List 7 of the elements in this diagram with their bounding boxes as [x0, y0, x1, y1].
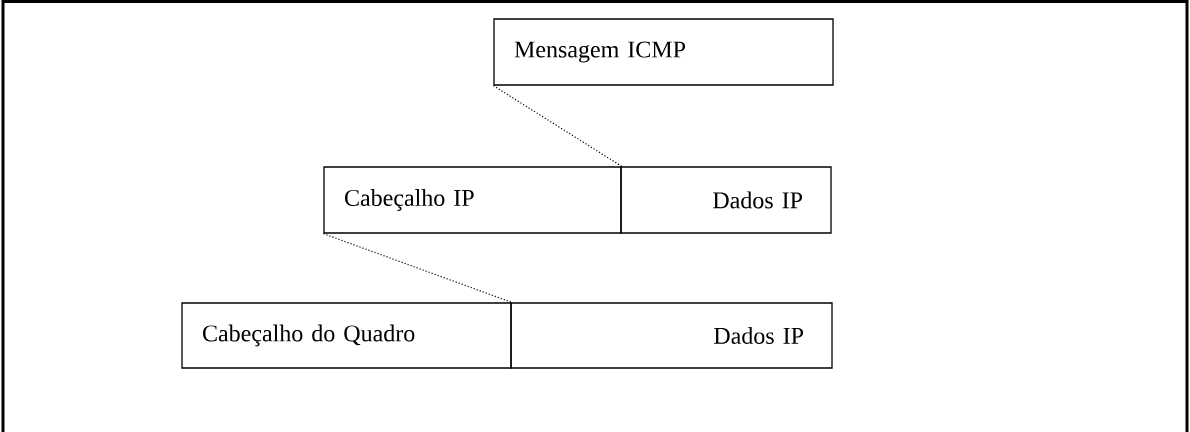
data-cell: Dados IP [620, 166, 832, 234]
message-box: Mensagem ICMP [493, 18, 834, 86]
dotted-line [492, 85, 623, 167]
data-cell: Dados IP [510, 302, 833, 369]
header-cell: Cabeçalho do Quadro [181, 302, 512, 369]
header-cell: Cabeçalho IP [323, 166, 622, 234]
dotted-line [322, 233, 513, 303]
